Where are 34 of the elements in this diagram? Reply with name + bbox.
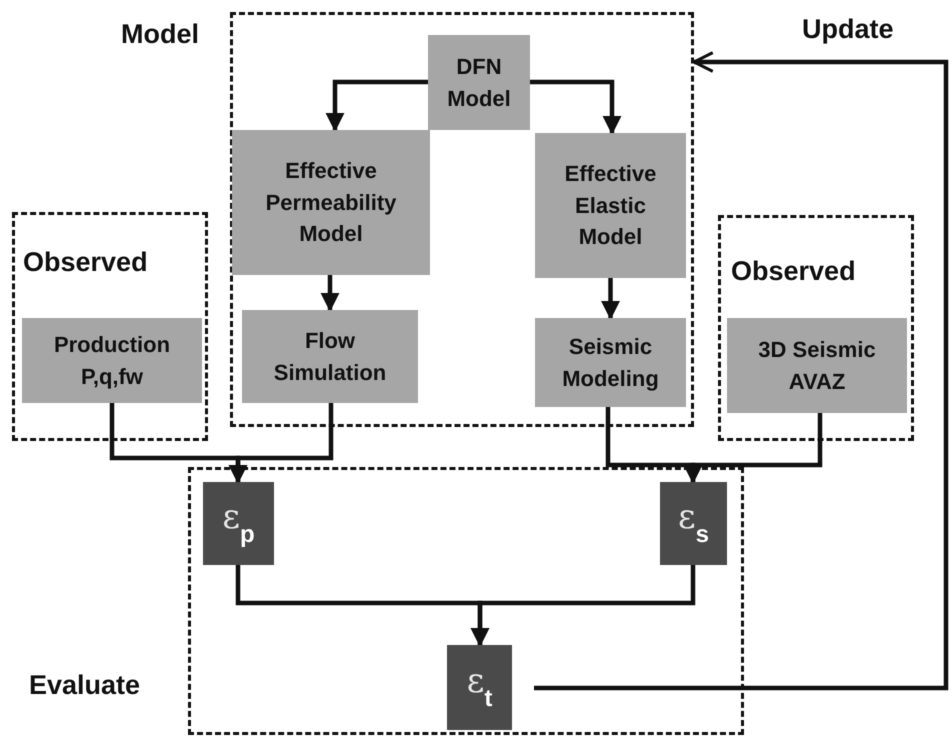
box-label: Effective Elastic Model [564, 160, 658, 252]
arrow [228, 403, 334, 484]
box-label: 3D Seismic AVAZ [757, 336, 877, 396]
error-box [447, 645, 512, 730]
error-box [203, 482, 274, 565]
box-label: DFN Model [446, 52, 512, 112]
dashed-group-frame [718, 215, 914, 441]
error-symbol: ε$_{s}$ [678, 500, 709, 547]
process-box [242, 310, 418, 403]
group-heading: Evaluate [29, 670, 140, 701]
arrow [530, 80, 622, 135]
group-heading: Observed [23, 247, 148, 278]
box-label: Seismic Modeling [561, 332, 660, 393]
process-box [535, 133, 686, 278]
process-box [22, 318, 202, 403]
arrow [326, 80, 428, 132]
group-heading: Observed [731, 256, 856, 287]
arrow [320, 275, 340, 312]
process-box [232, 130, 430, 275]
box-label: Effective Permeability Model [264, 156, 398, 248]
process-box [727, 318, 907, 413]
box-label: Flow Simulation [272, 326, 388, 386]
error-box [660, 482, 727, 565]
dashed-group-frame [12, 212, 208, 441]
box-label: Production P,q,fw [52, 330, 172, 391]
error-symbol: ε$_{p}$ [222, 500, 255, 547]
process-box [535, 318, 686, 407]
arrow [684, 413, 822, 484]
error-symbol: ε$_{t}$ [466, 664, 492, 711]
arrow [601, 278, 620, 320]
group-heading: Model [121, 19, 199, 50]
process-box [428, 35, 530, 130]
arrow [470, 565, 696, 647]
arrow [534, 51, 948, 690]
